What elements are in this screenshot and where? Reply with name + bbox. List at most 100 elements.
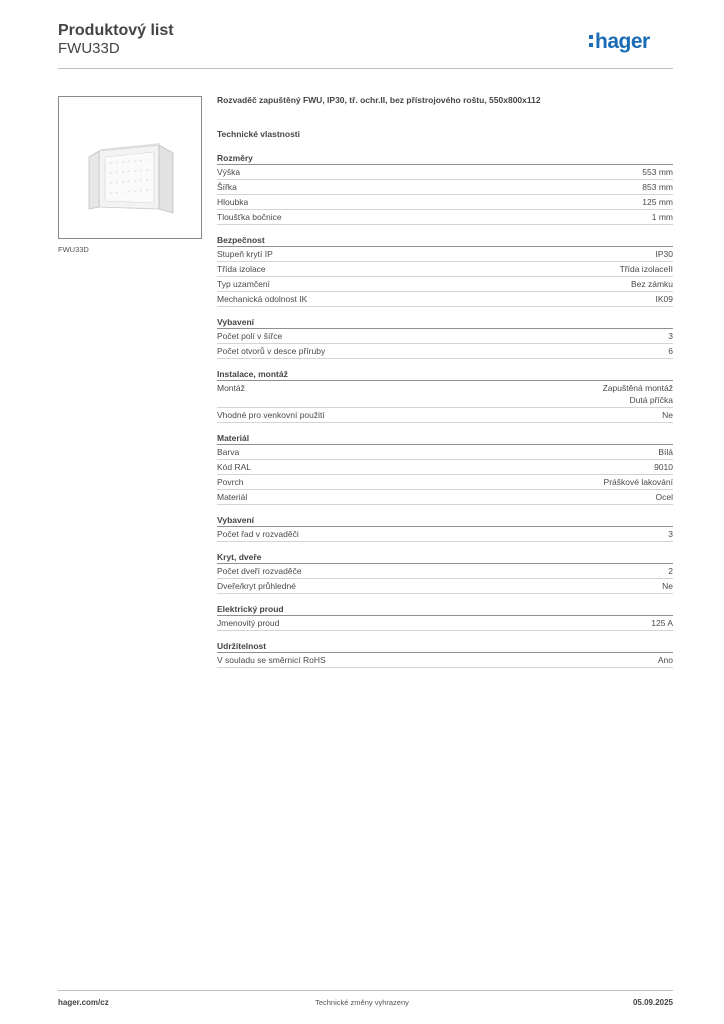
section-title: Elektrický proud [217,603,673,616]
page-header: Produktový list FWU33D hager [58,22,673,68]
property-value: 3 [668,528,673,540]
property-value-line: Zapuštěná montáž [602,383,673,393]
footer-website[interactable]: hager.com/cz [58,998,109,1007]
property-row: Počet dveří rozvaděče 2 [217,564,673,579]
enclosure-product-image [88,143,174,214]
property-section: Udržitelnost V souladu se směrnicí RoHS An… [217,640,673,668]
property-label: Typ uzamčení [217,279,270,289]
header-divider [58,68,673,69]
property-value-line: Ne [662,581,673,591]
property-value-line: Bez zámku [630,279,673,289]
product-content: Rozvaděč zapuštěný FWU, IP30, tř. ochr.I… [217,94,673,677]
property-label: Výška [217,167,241,177]
property-value-line: Ne [662,410,673,420]
property-row: Typ uzamčení Bez zámku [217,277,673,292]
property-label: Šířka [217,182,237,192]
property-value: IP30 [656,248,674,260]
property-value-line: 9010 [654,462,673,472]
property-value-line: Ocel [655,492,673,502]
footer-date: 05.09.2025 [632,998,673,1007]
properties-heading: Technické vlastnosti [217,129,300,139]
logo-text: hager [595,30,650,53]
property-value-line: 125 mm [642,197,673,207]
property-value-line: Třída izolaceII [619,264,673,274]
property-value-line: 1 mm [651,212,673,222]
property-label: Počet otvorů v desce příruby [217,346,326,356]
property-row: Materiál Ocel [217,490,673,505]
property-value-line: 6 [668,346,673,356]
property-value-line: 3 [668,331,673,341]
section-title: Vybavení [217,514,673,527]
section-title: Udržitelnost [217,640,673,653]
section-title: Instalace, montáž [217,368,673,381]
property-value: 9010 [654,461,673,473]
property-value: 3 [668,330,673,342]
property-label: Povrch [217,477,244,487]
property-row: Počet polí v šířce 3 [217,329,673,344]
property-row: V souladu se směrnicí RoHS Ano [217,653,673,668]
footer-note: Technické změny vyhrazeny [315,998,409,1007]
section-title: Vybavení [217,316,673,329]
property-value: 125 mm [642,196,673,208]
property-value: 125 A [651,617,673,629]
property-row: Dveře/kryt průhledné Ne [217,579,673,594]
property-row: Třída izolace Třída izolaceII [217,262,673,277]
property-row: Povrch Práškové lakování [217,475,673,490]
section-title: Rozměry [217,152,673,165]
property-row: Výška 553 mm [217,165,673,180]
property-value: 553 mm [642,166,673,178]
property-label: Dveře/kryt průhledné [217,581,296,591]
image-caption: FWU33D [58,245,89,254]
property-label: Počet řad v rozvaděči [217,529,299,539]
property-value: Ne [662,409,673,421]
property-value: Bílá [658,446,673,458]
property-label: Montáž [217,383,245,393]
property-row: Mechanická odolnost IK IK09 [217,292,673,307]
property-label: V souladu se směrnicí RoHS [217,655,326,665]
section-title: Bezpečnost [217,234,673,247]
property-label: Hloubka [217,197,249,207]
property-label: Mechanická odolnost IK [217,294,308,304]
property-value-line: IP30 [655,249,674,259]
property-value-line: 2 [668,566,673,576]
property-row: Kód RAL 9010 [217,460,673,475]
property-value-line: Bílá [658,447,673,457]
property-row: Barva Bílá [217,445,673,460]
property-row: Šířka 853 mm [217,180,673,195]
property-label: Počet polí v šířce [217,331,283,341]
property-label: Barva [217,447,240,457]
property-value: Práškové lakování [604,476,673,488]
property-label: Materiál [217,492,248,502]
property-label: Počet dveří rozvaděče [217,566,302,576]
property-value: Ano [658,654,673,666]
property-value-line: 125 A [651,618,673,628]
property-row: Počet řad v rozvaděči 3 [217,527,673,542]
property-value: 6 [668,345,673,357]
product-code: FWU33D [58,40,120,57]
property-value: 853 mm [642,181,673,193]
property-value-line: Práškové lakování [603,477,673,487]
property-value: 2 [668,565,673,577]
property-row: Hloubka 125 mm [217,195,673,210]
property-value-line: 553 mm [642,167,673,177]
property-value-line: IK09 [655,294,674,304]
property-value-line: Dutá příčka [629,395,673,405]
property-label: Třída izolace [217,264,266,274]
hager-logo: hager [589,30,651,53]
property-value: Ne [662,580,673,592]
property-value-line: 3 [668,529,673,539]
section-title: Materiál [217,432,673,445]
property-label: Kód RAL [217,462,252,472]
section-title: Kryt, dveře [217,551,673,564]
property-value: Ocel [656,491,673,503]
property-label: Vhodné pro venkovní použití [217,410,325,420]
